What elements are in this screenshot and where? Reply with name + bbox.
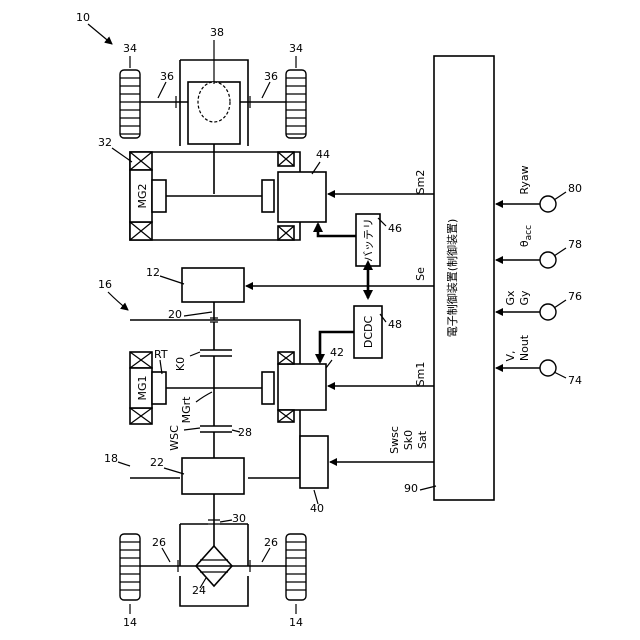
- signal-swsc-sk0-sat: Swsc Sk0 Sat: [330, 426, 434, 462]
- wsc-label: WSC: [168, 425, 181, 451]
- svg-text:74: 74: [568, 374, 582, 387]
- shaft-30-ref: 30: [232, 512, 246, 525]
- svg-text:80: 80: [568, 182, 582, 195]
- svg-text:Sm1: Sm1: [414, 362, 427, 387]
- unit-40-ref: 40: [310, 502, 324, 515]
- svg-text:Ryaw: Ryaw: [518, 165, 531, 194]
- dcdc-label: DCDC: [362, 316, 375, 349]
- signal-sm1: Sm1: [328, 362, 434, 387]
- svg-text:78: 78: [568, 238, 582, 251]
- rear-tire-right-ref: 34: [289, 42, 303, 55]
- battery-label: バッテリ: [362, 218, 375, 262]
- wsc-clutch: [200, 426, 232, 432]
- k0-label: K0: [174, 357, 187, 371]
- rear-axle-right-ref: 36: [264, 70, 278, 83]
- front-axle-right-ref: 26: [264, 536, 278, 549]
- control-unit-40: [300, 436, 328, 488]
- rt-label: RT: [154, 348, 168, 361]
- signal-sm2: Sm2: [328, 170, 434, 195]
- svg-text:Gy: Gy: [518, 290, 531, 306]
- ecu-90-ref: 90: [404, 482, 418, 495]
- rear-left-tire: [120, 70, 140, 138]
- rear-axle-left-ref: 36: [160, 70, 174, 83]
- battery-46-ref: 46: [388, 222, 402, 235]
- rear-tire-left-ref: 34: [123, 42, 137, 55]
- engine-12-ref: 12: [146, 266, 160, 279]
- svg-text:Sm2: Sm2: [414, 170, 427, 195]
- svg-text:Gx: Gx: [504, 290, 517, 306]
- ecu-box: [434, 56, 494, 500]
- transmission-22-ref: 22: [150, 456, 164, 469]
- inverter-42-ref: 42: [330, 346, 344, 359]
- sensor-80-yaw: Ryaw 80: [496, 165, 582, 212]
- sensor-78-accel: θacc 78: [496, 225, 582, 268]
- front-differential: [180, 546, 248, 606]
- crank-20-ref: 20: [168, 308, 182, 321]
- svg-text:Swsc: Swsc: [388, 426, 401, 454]
- dcdc-48-ref: 48: [388, 318, 402, 331]
- rear-right-tire: [286, 70, 306, 138]
- sensor-76-g: Gx Gy 76: [496, 290, 582, 320]
- front-right-tire: [286, 534, 306, 600]
- engine-box: [182, 268, 244, 302]
- front-left-tire: [120, 534, 140, 600]
- dcdc-box: DCDC: [354, 306, 382, 358]
- svg-text:θacc: θacc: [518, 225, 534, 247]
- diff-front-ref: 24: [192, 584, 206, 597]
- ecu-label: 電子制御装置(制御装置): [445, 219, 459, 338]
- svg-text:V,: V,: [504, 350, 517, 361]
- svg-text:Nout: Nout: [518, 334, 531, 361]
- wsc-28-ref: 28: [238, 426, 252, 439]
- battery-box: バッテリ: [356, 214, 380, 266]
- svg-text:Sat: Sat: [416, 430, 429, 449]
- drive-32-ref: 32: [98, 136, 112, 149]
- mg1-label: MG1: [136, 375, 149, 400]
- front-tire-left-ref: 14: [123, 616, 137, 629]
- inverter-42: [262, 352, 326, 422]
- svg-text:Se: Se: [414, 267, 427, 281]
- diff-rear-ref: 38: [210, 26, 224, 39]
- sensor-74-speed: V, Nout 74: [496, 334, 582, 387]
- mg2-label: MG2: [136, 183, 149, 208]
- svg-text:Sk0: Sk0: [402, 430, 415, 450]
- inverter-44-ref: 44: [316, 148, 330, 161]
- rear-drive-unit: [130, 152, 326, 240]
- front-axle-left-ref: 26: [152, 536, 166, 549]
- rear-differential: [188, 82, 240, 144]
- drive-16-ref: 16: [98, 278, 112, 291]
- front-tire-right-ref: 14: [289, 616, 303, 629]
- k0-clutch: [200, 350, 232, 356]
- mgrt-label: MGrt: [180, 396, 193, 424]
- casing-18-ref: 18: [104, 452, 118, 465]
- figure-ref-10: 10: [76, 11, 112, 44]
- svg-text:10: 10: [76, 11, 90, 24]
- svg-text:76: 76: [568, 290, 582, 303]
- signal-se: Se: [246, 267, 434, 286]
- transmission-box: [182, 458, 244, 494]
